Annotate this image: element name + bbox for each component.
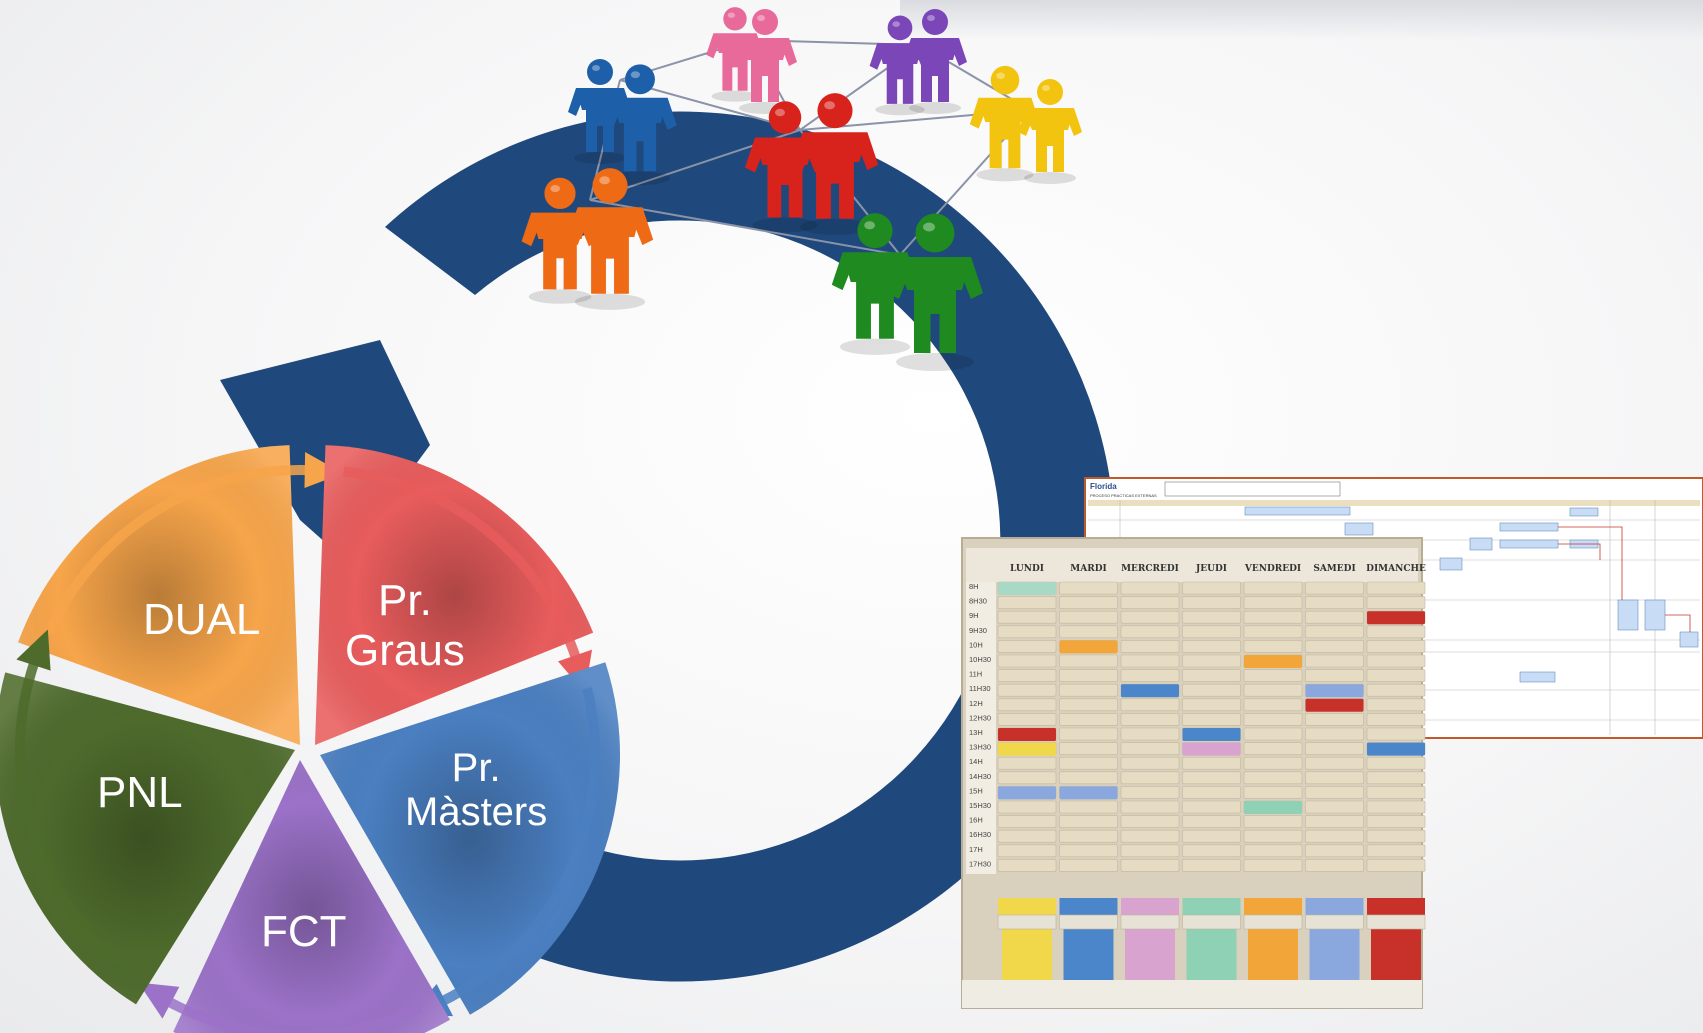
planner-pocket-card [1002, 925, 1052, 980]
person-figure-orange [566, 168, 654, 310]
segment-label-pnl: PNL [97, 768, 183, 817]
planner-pocket-tab [1059, 898, 1118, 915]
planner-day-label: DIMANCHE [1366, 564, 1426, 574]
planner-pocket-card [1063, 925, 1114, 980]
cycle-segment-pnl [0, 629, 295, 1005]
planner-card [1182, 742, 1241, 756]
planner-hour-label: 8H [969, 582, 979, 591]
person-figure-blue [603, 64, 677, 186]
planner-card [1182, 728, 1241, 741]
segment-label-fct: FCT [261, 907, 347, 956]
person-figure-green [887, 213, 983, 371]
planner-hour-label: 13H [969, 728, 983, 737]
cycle-arrow-dual [44, 465, 320, 636]
cycle-arrowhead-pnl [16, 629, 51, 671]
planner-day-label: LUNDI [1010, 564, 1044, 574]
person-figure-orange [521, 177, 599, 304]
segment-label-pr-graus: Pr. Graus [345, 576, 465, 675]
planner-card [1305, 684, 1364, 698]
planner-hour-label: 8H30 [969, 597, 987, 606]
planner-hour-label: 11H [969, 670, 982, 679]
planner-card [1305, 698, 1364, 712]
planner-card [998, 728, 1056, 741]
cycle-arrow-pnl [15, 649, 137, 977]
planner-pocket-tab [1182, 898, 1241, 915]
cycle-segment-dual [18, 445, 344, 745]
cycle-segment-fct [138, 760, 450, 1033]
planner-pocket-card [1309, 925, 1360, 980]
planner-pocket-card [1371, 925, 1421, 980]
planner-pocket-card [1248, 925, 1298, 980]
planner-hour-label: 16H30 [969, 830, 991, 839]
planner-pocket-tab [1305, 898, 1364, 915]
cycle-arrowhead-dual [304, 452, 344, 489]
flowchart-title: PROCESO PRACTICAS EXTERNAS [1090, 493, 1157, 498]
planner-hour-label: 10H30 [969, 655, 991, 664]
person-figure-red [791, 93, 879, 235]
person-figure-pink [733, 9, 797, 114]
planner-hour-label: 14H [969, 757, 983, 766]
person-figure-yellow [969, 65, 1041, 182]
person-figure-purple [903, 9, 967, 114]
planner-card [998, 786, 1056, 800]
planner-pocket-card [1125, 925, 1175, 980]
planner-card [998, 742, 1056, 756]
planner-hour-label: 9H30 [969, 626, 987, 635]
planner-hour-label: 14H30 [969, 772, 991, 781]
planner-day-label: SAMEDI [1313, 564, 1355, 574]
planner-hour-label: 13H30 [969, 743, 991, 752]
planner-day-label: MERCREDI [1121, 564, 1179, 574]
planner-hour-label: 17H30 [969, 859, 991, 868]
top-sheen [900, 0, 1703, 40]
person-figure-yellow [1018, 79, 1082, 184]
planner-hour-label: 15H30 [969, 801, 991, 810]
person-figure-green [831, 213, 919, 355]
planner-card [1244, 655, 1302, 668]
cycle-arrow-graus [343, 466, 585, 671]
cycle-arrow-fct [155, 991, 423, 1033]
cycle-segment-graus [315, 445, 594, 745]
planner-hour-label: 15H [969, 786, 983, 795]
segment-label-dual: DUAL [143, 595, 261, 644]
planner-card [1367, 742, 1425, 756]
cycle-arrow-masters [429, 687, 600, 1011]
cycle-arrowhead-fct [138, 982, 180, 1019]
planner-card [1059, 640, 1118, 654]
planner-day-label: JEUDI [1195, 564, 1227, 574]
planner-pocket-card [1186, 925, 1237, 980]
planner-card [1059, 786, 1118, 800]
big-arrow-ring [385, 111, 1116, 982]
segment-label-pr-masters: Pr. Màsters [405, 746, 548, 834]
planner-pocket-tab [998, 898, 1056, 915]
planner-hour-label: 9H [969, 611, 979, 620]
planner-hour-label: 16H [969, 816, 983, 825]
planner-card [1367, 611, 1425, 625]
planner-day-label: MARDI [1070, 564, 1106, 574]
planner-hour-label: 11H30 [969, 684, 991, 693]
planner-hour-label: 10H [969, 640, 983, 649]
planner-day-label: VENDREDI [1244, 564, 1301, 574]
planner-hour-label: 17H [969, 845, 983, 854]
planner-card [1244, 801, 1302, 814]
planner-pocket-tab [1121, 898, 1179, 915]
planner-hour-label: 12H [969, 699, 983, 708]
planner-card [1121, 684, 1179, 698]
planner-card [998, 582, 1056, 595]
planner-hour-label: 12H30 [969, 713, 991, 722]
flowchart-logo: Florida [1090, 482, 1117, 491]
planner-pocket-tab [1367, 898, 1425, 915]
planner-pocket-tab [1244, 898, 1302, 915]
